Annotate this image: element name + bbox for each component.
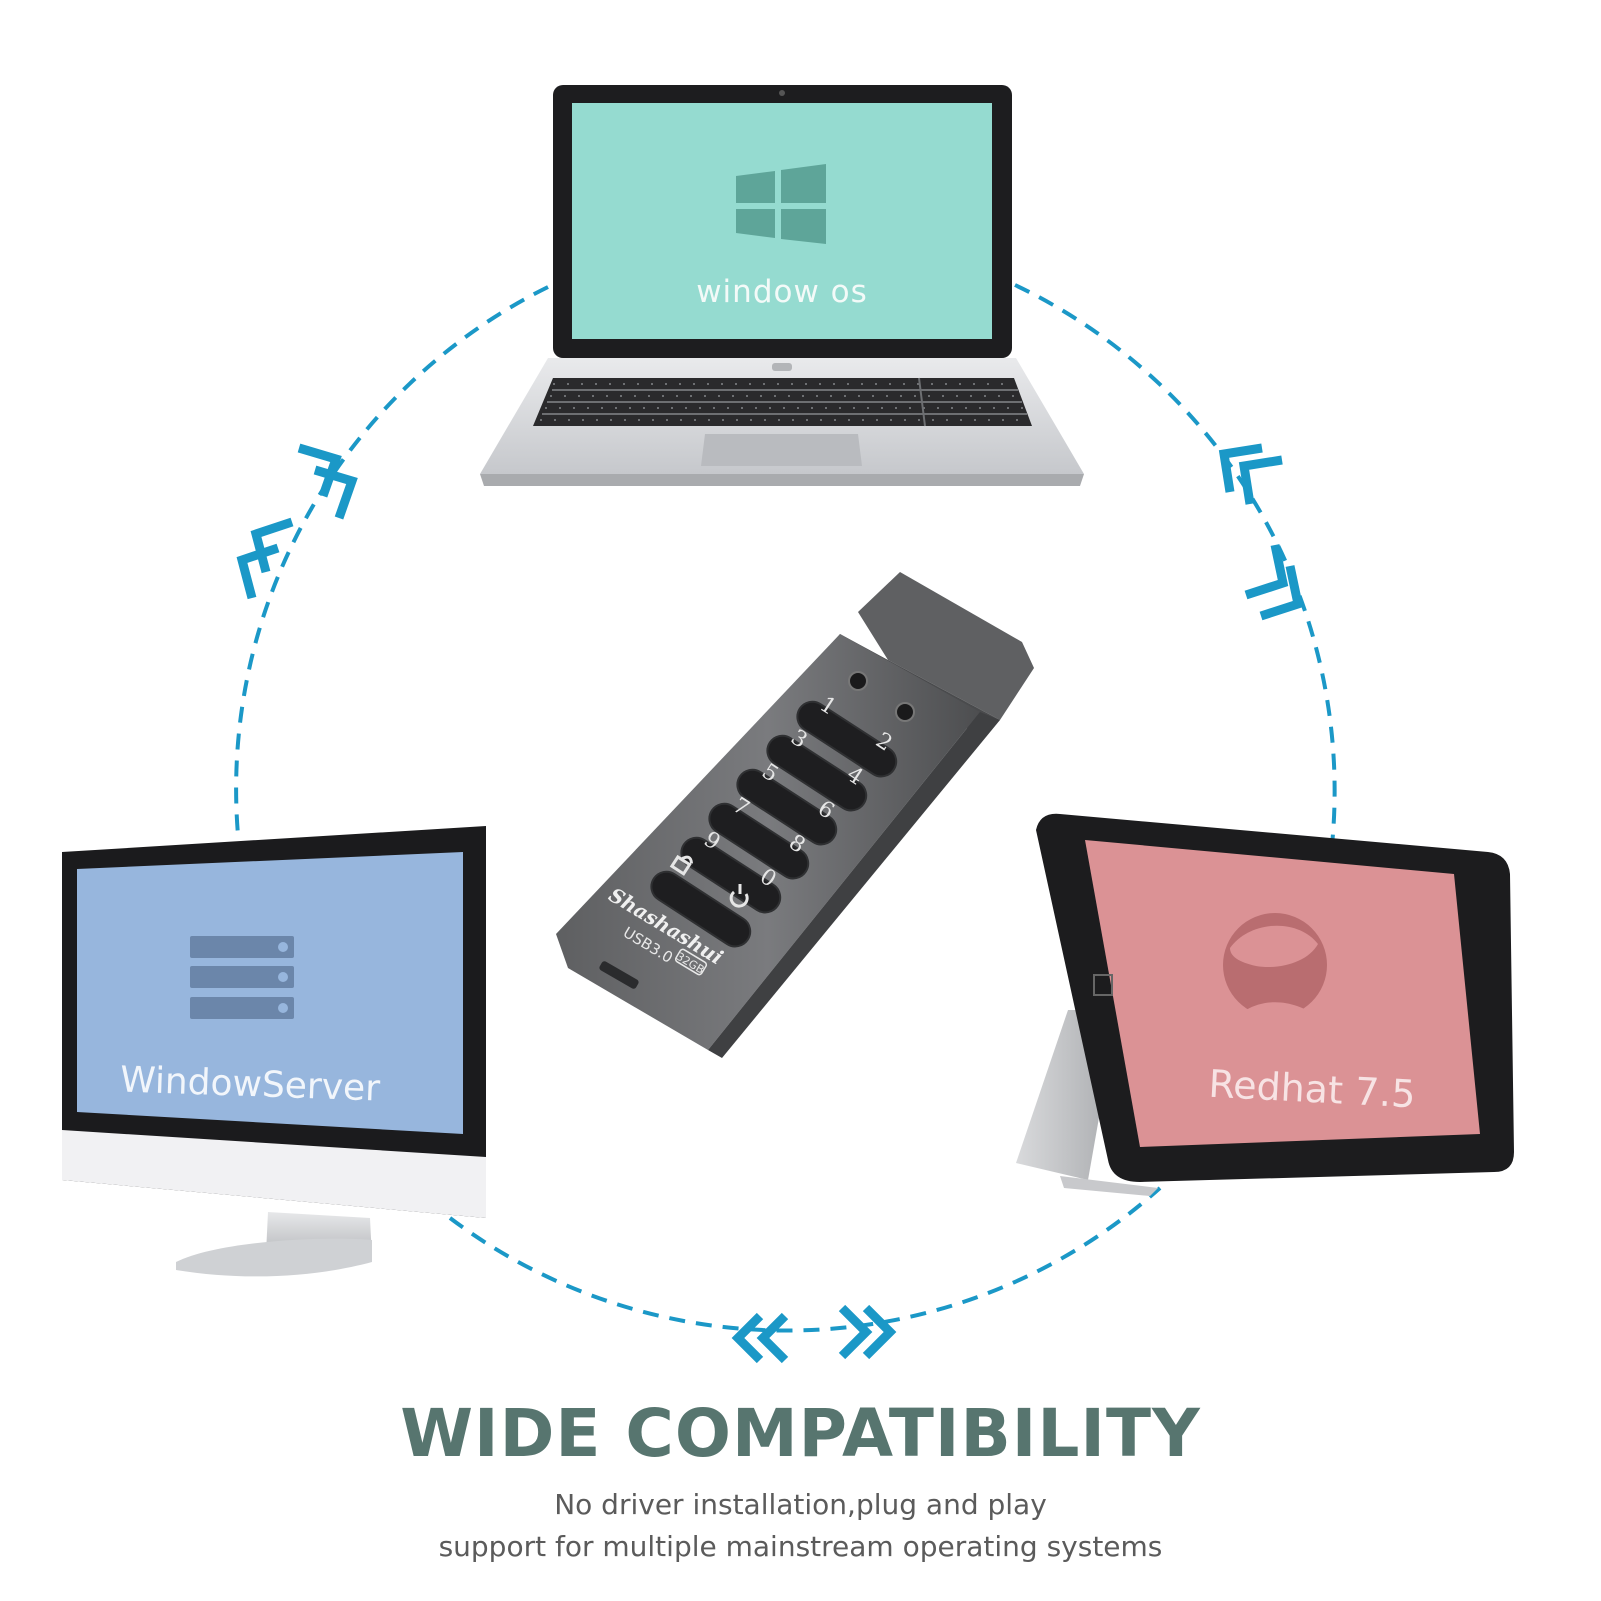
keypad: 1 2 3 4 5 6 7 8 9 0 bbox=[646, 671, 915, 952]
monitor-screen bbox=[77, 852, 463, 1134]
tablet-screen-label: Redhat 7.5 bbox=[1208, 1062, 1417, 1117]
connector-arc-left bbox=[234, 285, 549, 836]
key-pill[interactable] bbox=[792, 696, 902, 782]
subtitle-line-1: No driver installation,plug and play bbox=[554, 1488, 1047, 1521]
key-pill[interactable] bbox=[704, 798, 814, 884]
double-chevron-icon bbox=[1218, 443, 1283, 505]
laptop: window os bbox=[480, 85, 1084, 486]
headline: WIDE COMPATIBILITY bbox=[400, 1395, 1201, 1472]
windows-logo-icon bbox=[736, 164, 826, 244]
double-chevron-icon bbox=[1244, 544, 1304, 621]
subtitle-line-2: support for multiple mainstream operatin… bbox=[438, 1530, 1163, 1563]
laptop-screen-label: window os bbox=[696, 274, 868, 310]
lock-icon bbox=[669, 854, 694, 876]
connector-arc-bottom bbox=[448, 1186, 1162, 1333]
usb-keypad-drive: 1 2 3 4 5 6 7 8 9 0 Shashashui USB bbox=[556, 572, 1034, 1058]
power-icon bbox=[729, 884, 749, 908]
laptop-touchpad bbox=[701, 434, 862, 466]
tablet: Redhat 7.5 bbox=[1016, 813, 1514, 1196]
key-pill[interactable] bbox=[732, 764, 842, 850]
key-pill[interactable] bbox=[762, 730, 872, 816]
double-chevron-icon bbox=[236, 517, 294, 600]
monitor-screen-label: WindowServer bbox=[119, 1059, 380, 1109]
double-chevron-icon bbox=[297, 443, 358, 520]
double-chevron-icon bbox=[838, 1304, 897, 1360]
key-pill[interactable] bbox=[676, 832, 786, 918]
key-pill[interactable] bbox=[646, 866, 756, 952]
redhat-logo-icon bbox=[1223, 913, 1327, 1040]
status-led-icon bbox=[848, 671, 915, 722]
double-chevron-icon bbox=[731, 1312, 789, 1364]
server-icon bbox=[190, 936, 294, 1019]
connector-ring bbox=[234, 283, 1337, 1333]
desktop-monitor: WindowServer bbox=[62, 826, 486, 1277]
connector-arc-right bbox=[1014, 283, 1337, 846]
